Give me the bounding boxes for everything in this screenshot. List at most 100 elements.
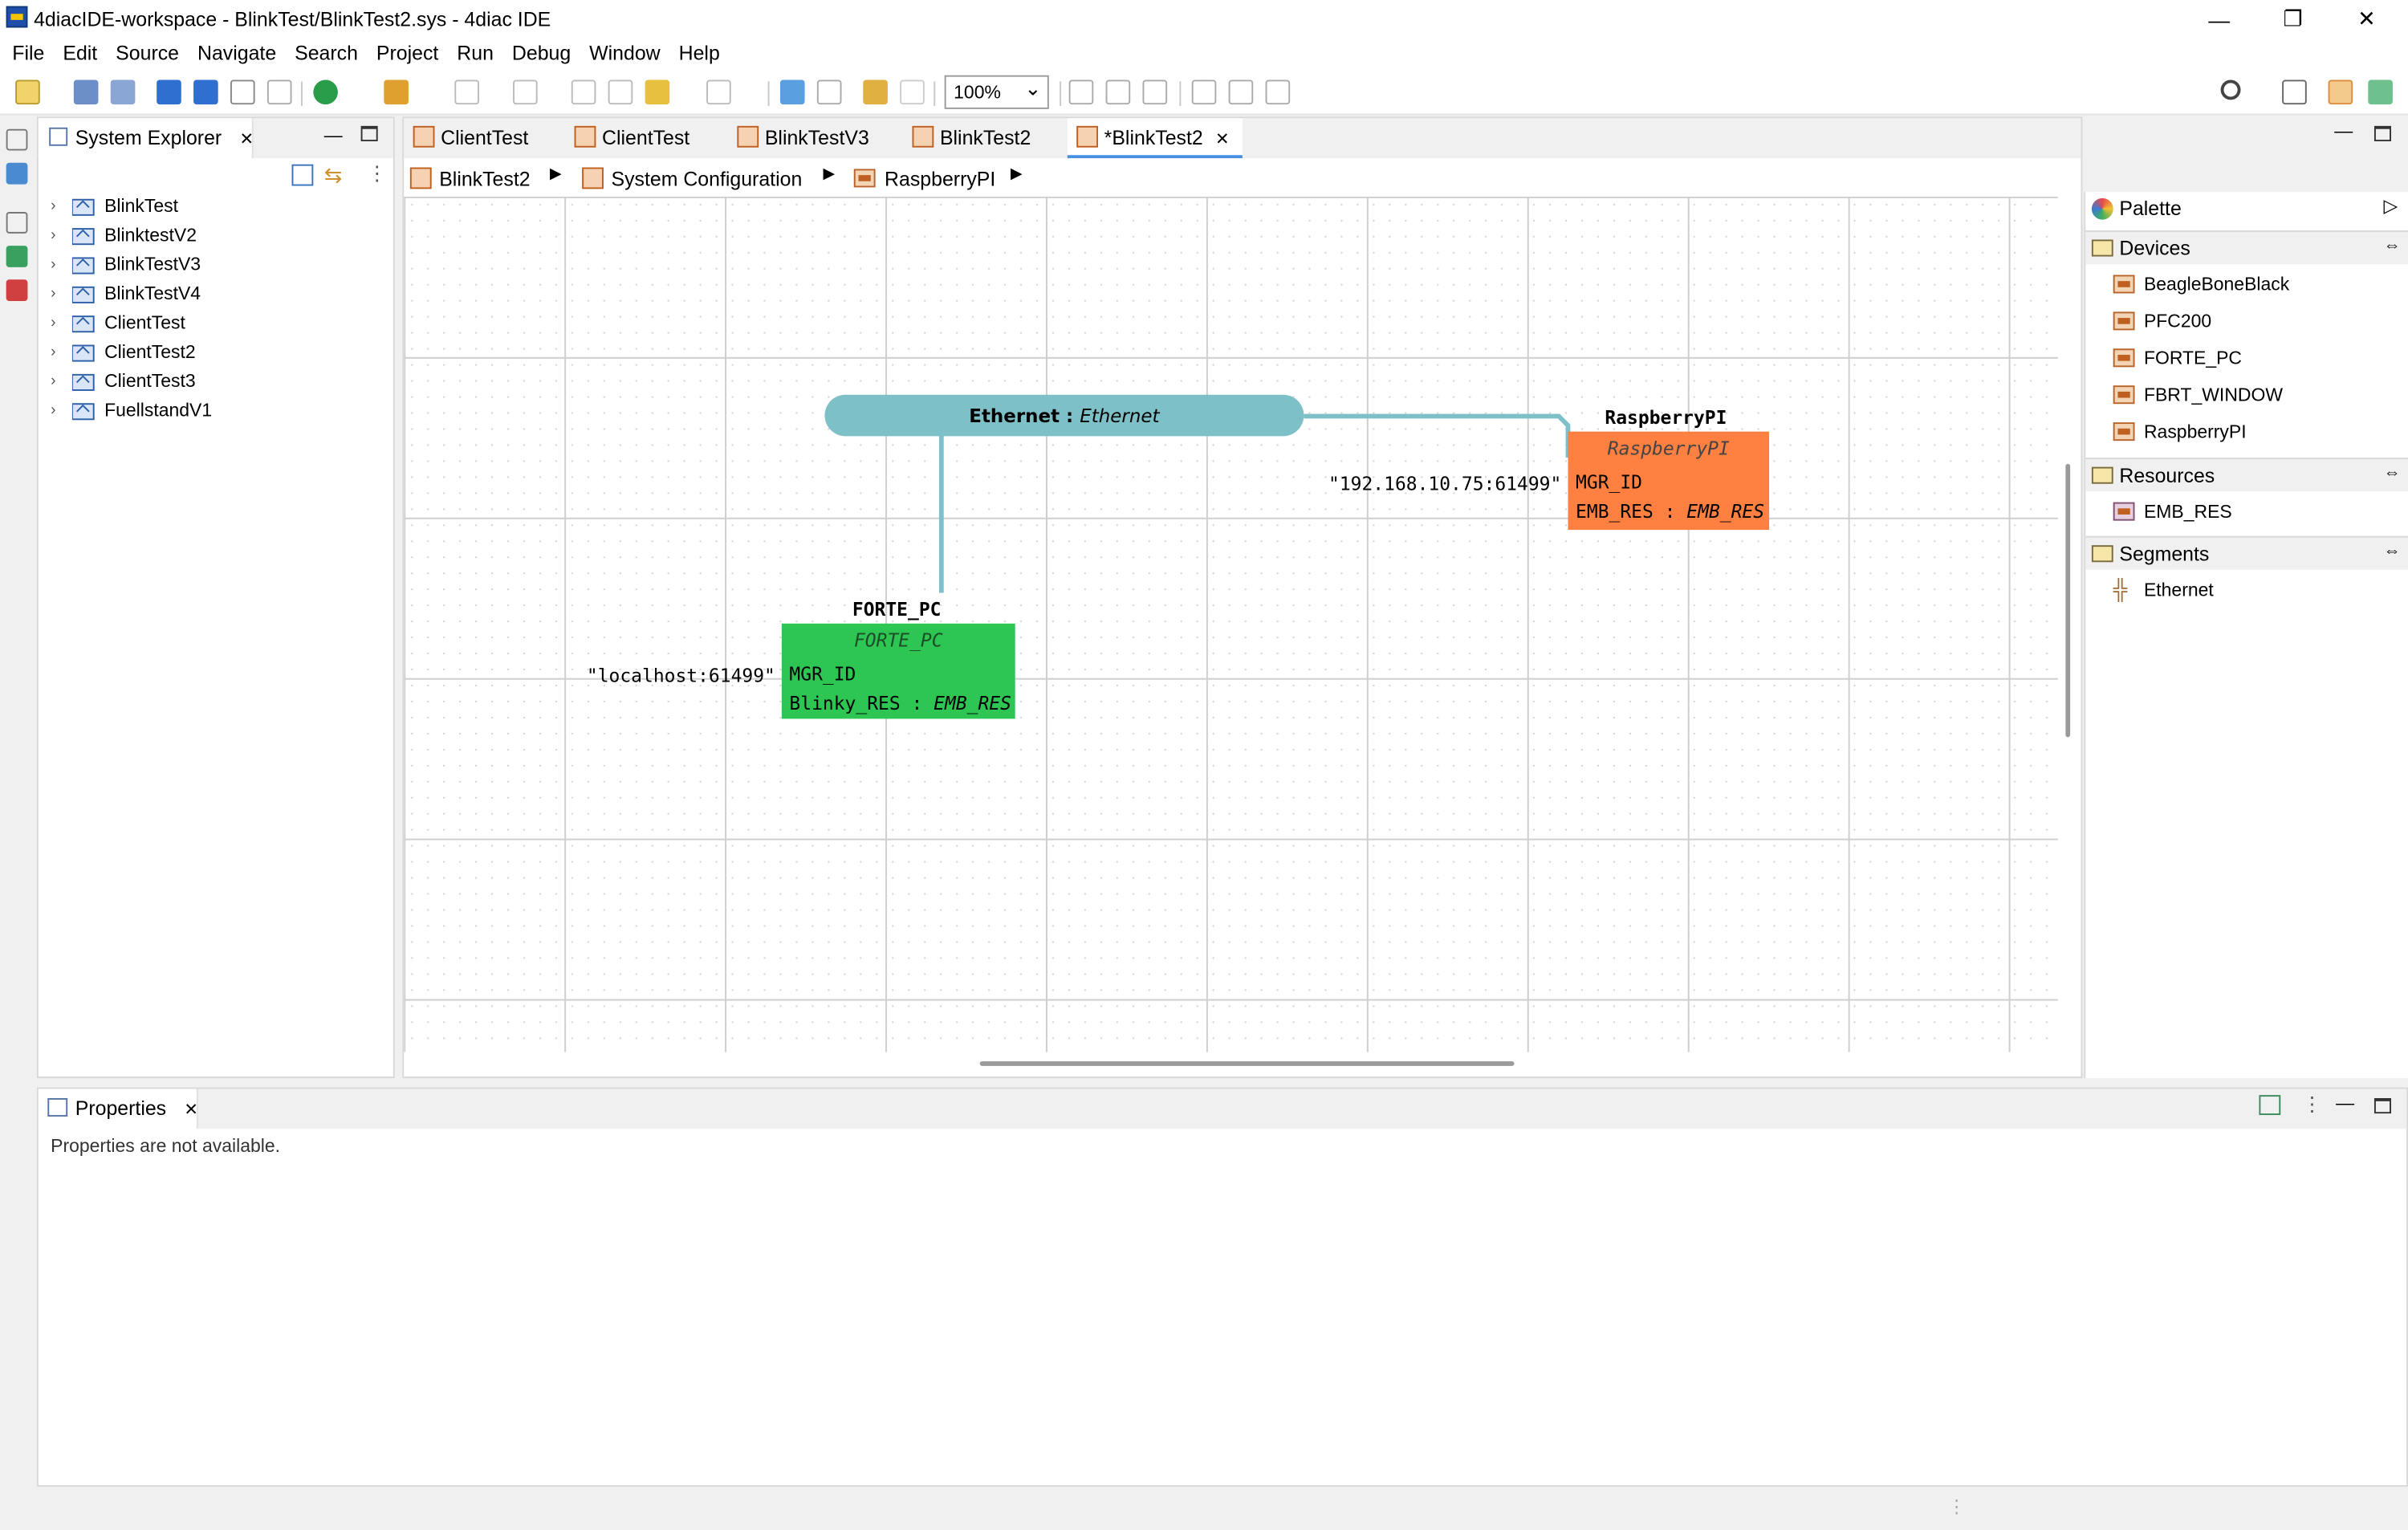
tab-blinktest2[interactable]: BlinkTest2 [903,118,1043,158]
breadcrumb-raspberrypi[interactable]: RaspberryPI [853,161,995,195]
debug-icon[interactable] [384,79,409,105]
menu-window[interactable]: Window [589,41,661,65]
next-annotation-icon[interactable] [454,79,479,105]
status-bar-grip[interactable]: ⋮ [1947,1495,1967,1518]
forte-pc-resource[interactable]: Blinky_RES : EMB_RES [789,692,1011,714]
menu-help[interactable]: Help [678,41,720,65]
tree-item[interactable]: ›ClientTest [51,311,185,334]
align-middle-icon[interactable] [1228,79,1254,105]
chevron-right-icon[interactable]: › [51,284,56,302]
chevron-right-icon[interactable]: › [51,401,56,419]
fb-perspective-icon[interactable] [2328,79,2353,105]
prev-annotation-icon[interactable] [513,79,538,105]
redo-icon[interactable] [900,79,925,105]
maximize-editor-icon[interactable] [2373,125,2392,142]
raspberrypi-mgr-id-value[interactable]: "192.168.10.75:61499" [1328,473,1562,495]
system-configuration-canvas[interactable]: Ethernet : Ethernet RaspberryPI Raspberr… [404,196,2058,1052]
palette-item-fbrt-window[interactable]: FBRT_WINDOW [2113,380,2283,410]
menu-edit[interactable]: Edit [63,41,98,65]
chevron-right-icon[interactable]: › [51,343,56,360]
view-menu-icon[interactable]: ⋮ [367,161,388,185]
vertical-scrollbar[interactable] [2065,463,2071,738]
run-icon[interactable] [313,79,338,105]
breadcrumb-arrow-icon[interactable]: ▶ [823,165,836,183]
tab-system-explorer[interactable]: System Explorer ✕ [38,118,254,159]
tab-clienttest[interactable]: ClientTest [404,118,540,158]
restore-icon[interactable] [6,128,28,151]
align-center-icon[interactable] [1105,79,1131,105]
open-perspective-icon[interactable] [2282,79,2307,105]
drawer-pin-icon[interactable]: ⇔ [2383,542,2401,561]
palette-drawer-devices[interactable]: Devices ⇔ [2085,230,2408,265]
pin-view-icon[interactable] [2259,1095,2281,1116]
drawer-pin-icon[interactable]: ⇔ [2383,236,2401,255]
save-all-icon[interactable] [110,79,136,105]
chevron-right-icon[interactable]: › [51,197,56,214]
tab-blinktestv3[interactable]: BlinkTestV3 [728,118,881,158]
palette-item-emb-res[interactable]: EMB_RES [2113,496,2232,527]
problems-icon[interactable] [6,279,28,302]
tree-item[interactable]: ›ClientTest2 [51,340,196,363]
tree-item[interactable]: ›FuellstandV1 [51,399,213,421]
palette-item-beagleboneblack[interactable]: BeagleBoneBlack [2113,269,2289,299]
new-icon[interactable] [15,79,40,105]
forte-pc-device[interactable]: FORTE_PC MGR_ID Blinky_RES : EMB_RES [781,623,1015,719]
view-menu-icon[interactable]: ⋮ [2302,1092,2322,1116]
palette-drawer-segments[interactable]: Segments ⇔ [2085,535,2408,570]
new-folder-icon[interactable] [230,79,255,105]
minimize-editor-icon[interactable]: — [2334,120,2353,142]
raspberrypi-resource[interactable]: EMB_RES : EMB_RES [1576,500,1765,523]
chevron-right-icon[interactable]: › [51,314,56,332]
new-system-icon[interactable] [157,79,181,105]
tree-item[interactable]: ›BlinkTest [51,194,179,217]
undo-icon[interactable] [863,79,888,105]
restore-button[interactable]: ❐ [2283,6,2303,31]
save-icon[interactable] [73,79,99,105]
deploy-icon[interactable] [266,79,292,105]
breadcrumb-blinktest2[interactable]: BlinkTest2 [409,161,531,195]
chevron-right-icon[interactable]: › [51,226,56,244]
up-icon[interactable] [816,79,842,105]
tab-clienttest[interactable]: ClientTest [565,118,702,158]
collapse-all-icon[interactable] [291,164,314,186]
close-icon[interactable]: ✕ [239,130,254,149]
palette-item-ethernet[interactable]: ╬Ethernet [2113,577,2214,601]
menu-debug[interactable]: Debug [511,41,571,65]
palette-item-pfc200[interactable]: PFC200 [2113,306,2211,336]
tab-blinktest2-active[interactable]: *BlinkTest2✕ [1067,118,1242,159]
debug-perspective-icon[interactable] [2368,79,2393,105]
restore-icon[interactable] [6,212,28,234]
align-bottom-icon[interactable] [1265,79,1291,105]
forte-pc-mgr-id-value[interactable]: "localhost:61499" [586,665,775,687]
palette-drawer-resources[interactable]: Resources ⇔ [2085,458,2408,492]
chevron-right-icon[interactable]: › [51,372,56,390]
minimize-view-icon[interactable]: — [2336,1092,2355,1114]
palette-item-forte-pc[interactable]: FORTE_PC [2113,343,2242,373]
minimize-view-icon[interactable]: — [323,124,343,146]
palette-item-raspberrypi[interactable]: RaspberryPI [2113,417,2247,447]
menu-run[interactable]: Run [457,41,494,65]
menu-navigate[interactable]: Navigate [197,41,277,65]
drawer-pin-icon[interactable]: ⇔ [2383,463,2401,482]
close-icon[interactable]: ✕ [184,1101,198,1120]
menu-project[interactable]: Project [376,41,439,65]
menu-source[interactable]: Source [116,41,180,65]
outline-icon[interactable] [6,162,28,185]
raspberrypi-device[interactable]: RaspberryPI MGR_ID EMB_RES : EMB_RES [1568,431,1770,531]
ethernet-segment[interactable]: Ethernet : Ethernet [824,394,1304,437]
open-parent-icon[interactable] [779,79,805,105]
menu-file[interactable]: File [12,41,45,65]
search-icon[interactable] [2220,79,2241,100]
maximize-view-icon[interactable] [2373,1098,2392,1114]
palette-collapse-icon[interactable]: ▷ [2383,194,2398,217]
chevron-right-icon[interactable]: › [51,255,56,273]
new-type-icon[interactable] [193,79,218,105]
forte-pc-mgr-id-param[interactable]: MGR_ID [789,663,856,686]
breadcrumb-system-configuration[interactable]: System Configuration [582,161,802,195]
last-edit-icon[interactable] [571,79,596,105]
tasks-icon[interactable] [6,246,28,267]
menu-search[interactable]: Search [295,41,358,65]
close-icon[interactable]: ✕ [1215,130,1230,149]
tree-item[interactable]: ›BlinktestV2 [51,224,197,246]
back-icon[interactable] [645,79,670,105]
